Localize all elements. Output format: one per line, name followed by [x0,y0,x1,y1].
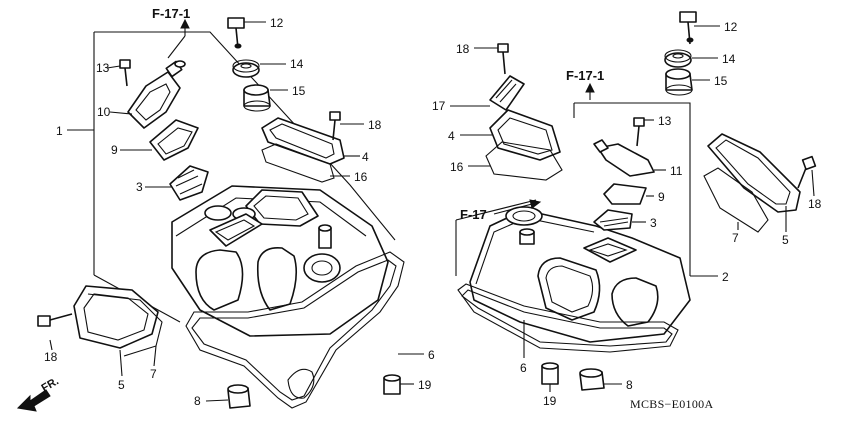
label-8-left: 8 [194,394,201,408]
label-12-right: 12 [724,20,738,34]
label-3-right: 3 [650,216,657,230]
right-cover-4 [489,109,561,161]
label-18-left-bottom: 18 [44,350,58,364]
label-9-right: 9 [658,190,665,204]
label-13-right: 13 [658,114,672,128]
left-bolt-13 [119,59,131,87]
label-12-left: 12 [270,16,284,30]
left-cover-4 [261,117,345,165]
left-collar-19 [383,374,401,395]
label-18-right: 18 [808,197,822,211]
left-gasket-16 [261,143,335,183]
left-part-3 [169,165,209,201]
right-head-cover [469,206,691,343]
label-6-right: 6 [520,361,527,375]
left-bolt-12 [227,17,245,49]
label-19-right: 19 [543,394,557,408]
right-grommet-8 [579,368,605,391]
label-5-left: 5 [118,378,125,392]
left-washer-14 [232,59,260,78]
right-bolt-18-top [497,43,509,75]
right-part-11 [593,139,655,177]
label-16-left: 16 [354,170,368,184]
label-15-right: 15 [714,74,728,88]
right-ref-f17: F-17 [460,207,487,222]
left-part-10 [127,60,186,129]
right-head-cover-gasket [457,283,679,353]
front-direction-arrow [16,389,51,412]
left-grommet-8 [227,384,251,409]
label-17: 17 [432,99,446,113]
right-bolt-18 [797,155,817,189]
label-18-right-top: 18 [456,42,470,56]
front-direction-label: FR. [40,375,61,394]
right-collar-19 [541,362,559,385]
label-3-left: 3 [136,180,143,194]
left-grommet-15 [243,84,271,112]
label-15-left: 15 [292,84,306,98]
label-4-right: 4 [448,129,455,143]
label-9-left: 9 [111,143,118,157]
right-gasket-7 [703,167,769,233]
label-18-left-top: 18 [368,118,382,132]
label-6-left: 6 [428,348,435,362]
right-cover-5 [707,133,801,213]
label-1: 1 [56,124,63,138]
label-7-left: 7 [150,367,157,381]
right-grommet-15 [665,68,693,96]
label-19-left: 19 [418,378,432,392]
right-assembly-outline [455,102,691,276]
right-washer-14 [664,49,692,68]
label-5-right: 5 [782,233,789,247]
left-ref-f17-1: F-17-1 [152,6,190,21]
left-head-cover-gasket [185,251,405,409]
label-8-right: 8 [626,378,633,392]
left-cover-5 [73,285,159,349]
label-16-right: 16 [450,160,464,174]
right-part-17 [489,75,525,111]
right-leaders [450,25,815,392]
right-bolt-12 [679,11,697,45]
label-14-right: 14 [722,52,736,66]
label-11: 11 [670,164,683,178]
left-head-cover [171,185,389,337]
left-part-9 [149,119,199,161]
label-13-left: 13 [96,61,110,75]
label-2: 2 [722,270,729,284]
right-bolt-13 [633,117,645,147]
left-assembly-outline [94,31,396,241]
label-7-right: 7 [732,231,739,245]
label-10: 10 [97,105,111,119]
left-gasket-7 [87,293,163,357]
right-gasket-16 [485,141,563,181]
label-4-left: 4 [362,150,369,164]
left-bolt-18 [37,313,73,327]
diagram-code: MCBS−E0100A [630,397,713,411]
right-part-9 [603,183,647,205]
left-leaders [49,18,424,402]
label-14-left: 14 [290,57,304,71]
right-ref-f17-1: F-17-1 [566,68,604,83]
left-bolt-18-top [329,111,341,141]
